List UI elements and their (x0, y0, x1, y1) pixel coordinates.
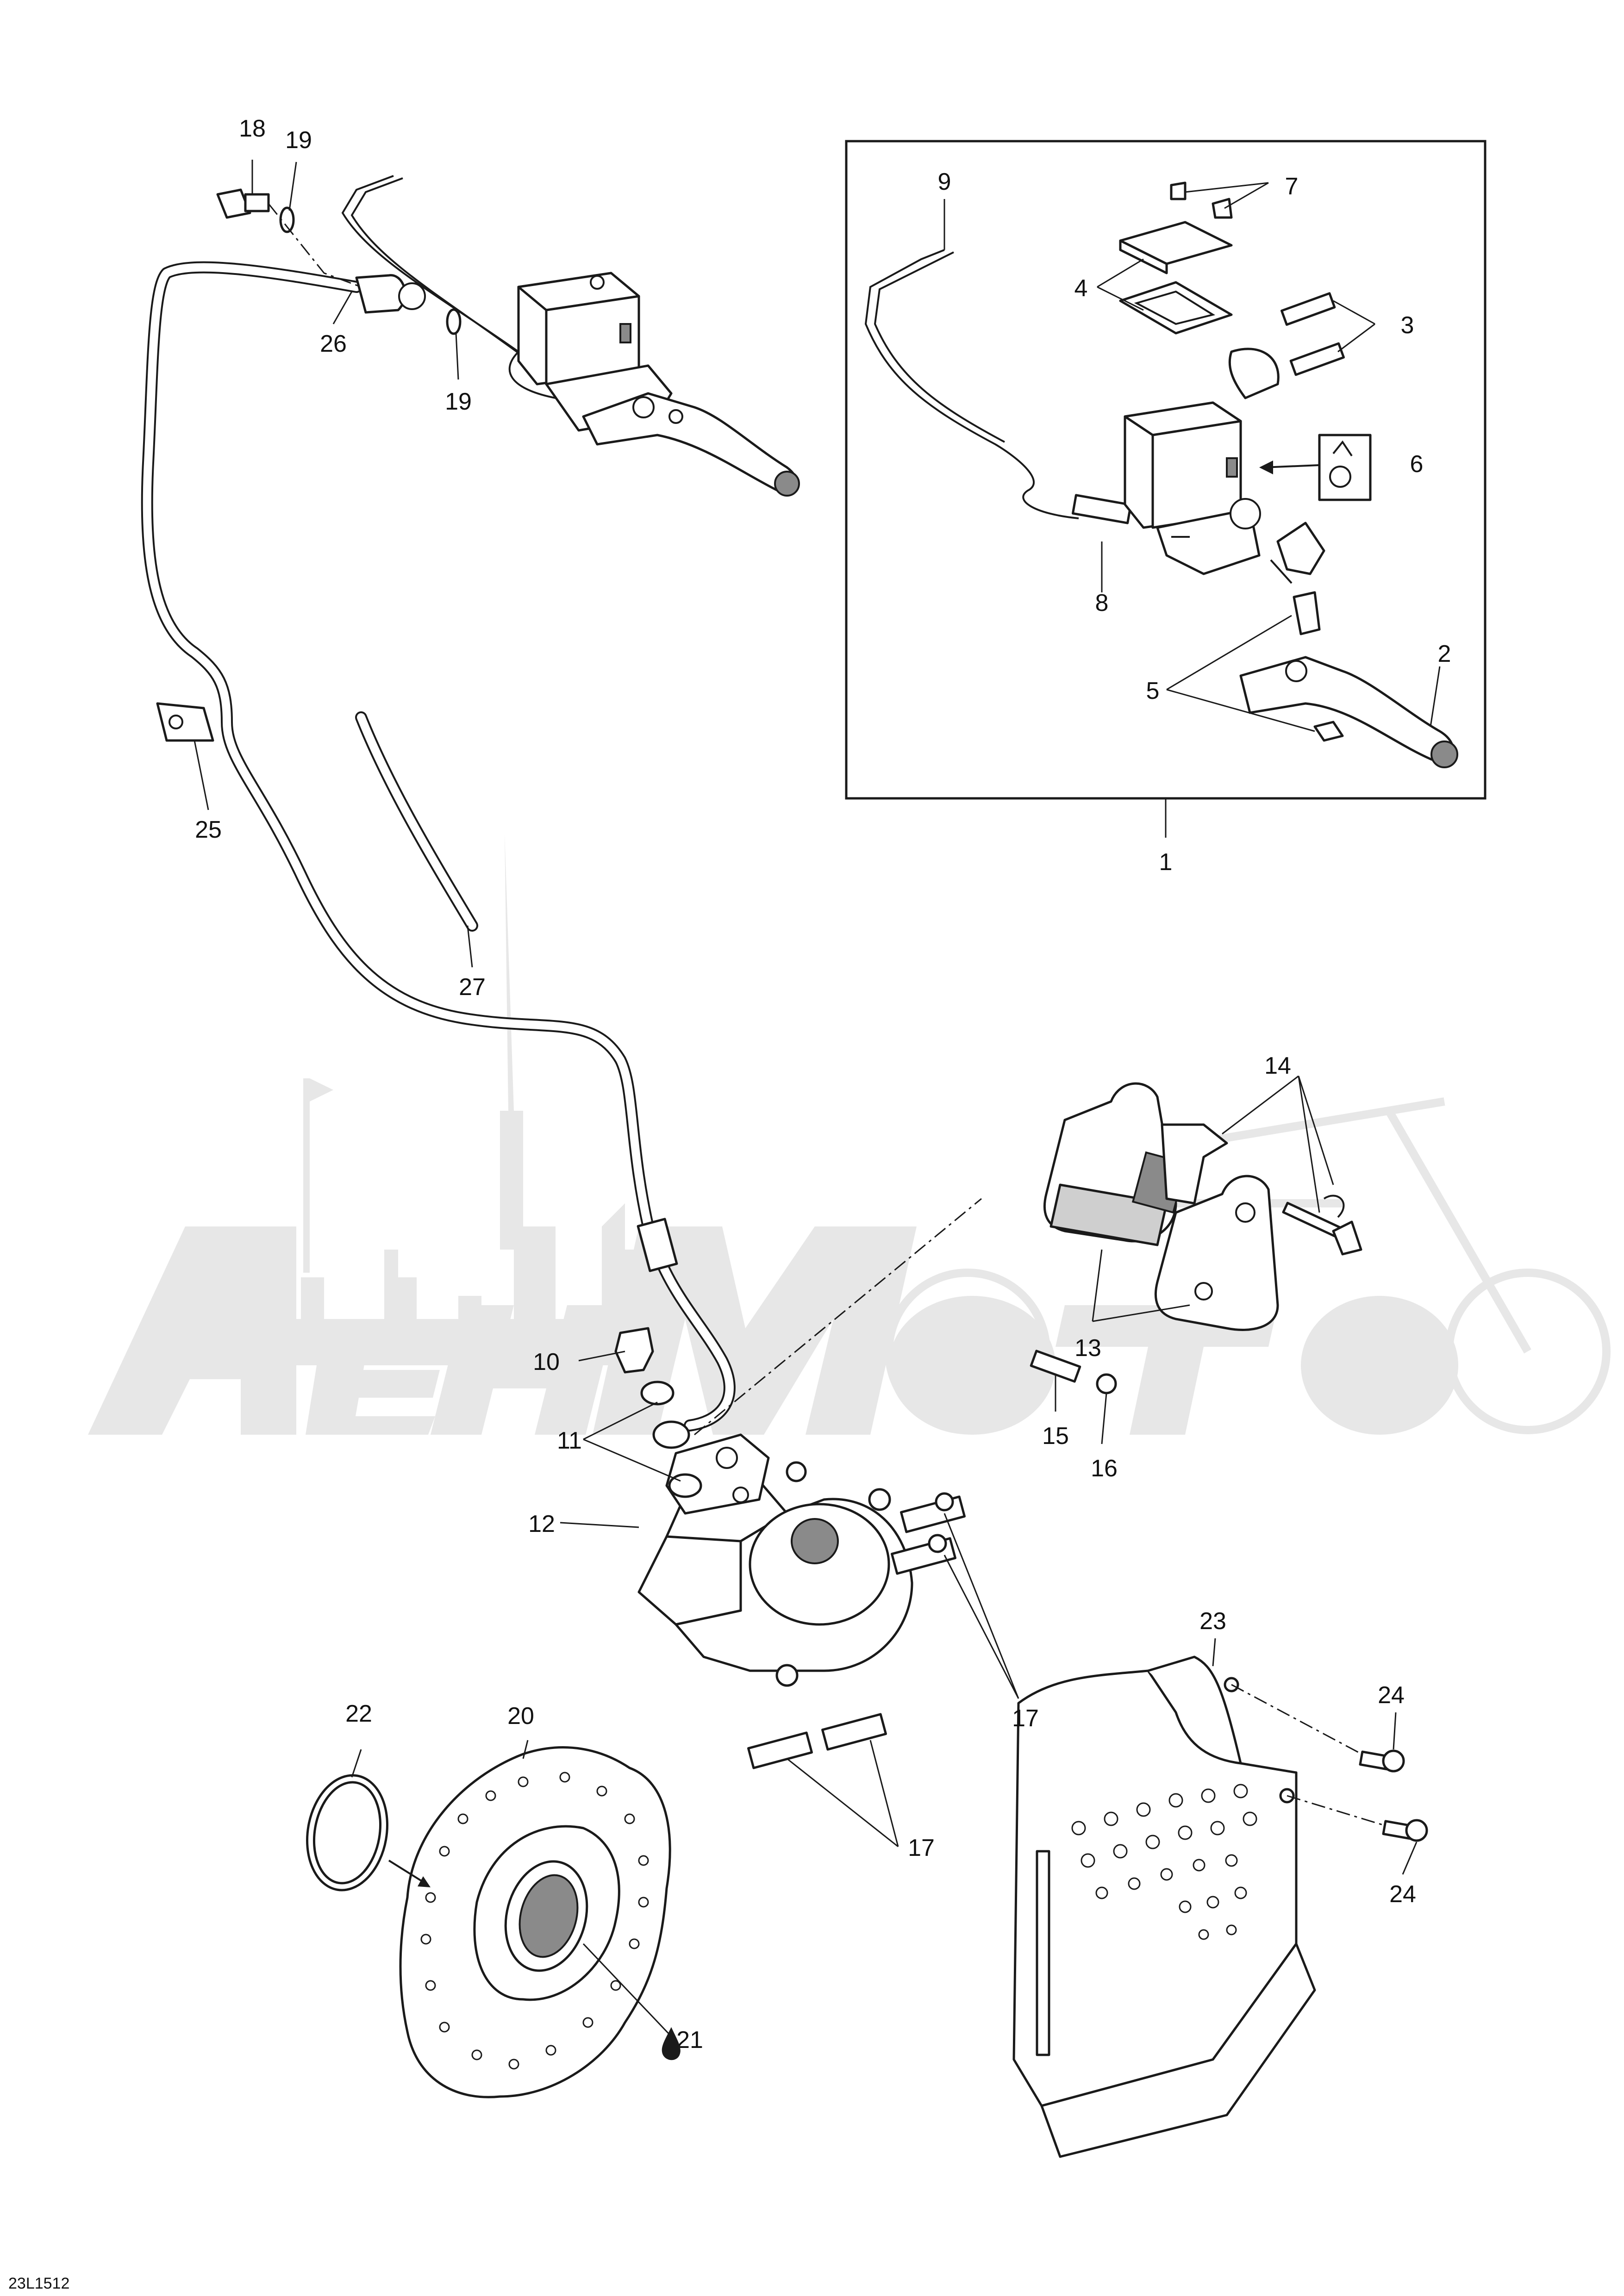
callout-labels: 1 2 3 4 5 6 7 8 9 10 11 12 13 14 15 16 1… (195, 115, 1451, 2060)
callout-17b: 17 (908, 1835, 935, 1861)
callout-2: 2 (1438, 641, 1451, 667)
figure-code: 23L1512 (8, 2275, 69, 2292)
top-master-cylinder (216, 175, 800, 497)
callout-12: 12 (528, 1511, 555, 1537)
watermark-logo (88, 833, 1611, 1435)
callout-1: 1 (1159, 849, 1173, 876)
callout-3: 3 (1401, 312, 1414, 339)
callout-10: 10 (533, 1349, 560, 1375)
callout-8: 8 (1095, 590, 1109, 616)
disc-guard (1012, 1655, 1428, 2158)
brake-hose-assembly (141, 261, 736, 1431)
callout-19b: 19 (445, 388, 472, 415)
callout-24b: 24 (1389, 1881, 1416, 1908)
leader-lines (194, 160, 1441, 2037)
callout-9: 9 (938, 168, 951, 195)
callout-22: 22 (345, 1700, 372, 1727)
callout-27: 27 (459, 974, 486, 1001)
callout-21: 21 (676, 2027, 703, 2053)
callout-4: 4 (1074, 275, 1088, 302)
callout-5: 5 (1146, 678, 1160, 704)
callout-25: 25 (195, 816, 222, 843)
callout-18: 18 (239, 115, 266, 142)
brake-pads (1043, 1082, 1362, 1331)
brake-disc (306, 1746, 671, 2098)
callout-14: 14 (1264, 1052, 1291, 1079)
callout-23: 23 (1199, 1608, 1226, 1635)
callout-17a: 17 (1012, 1705, 1039, 1732)
callout-7: 7 (1285, 173, 1299, 200)
caliper-fittings (614, 1327, 1117, 1498)
callout-15: 15 (1042, 1423, 1069, 1450)
callout-16: 16 (1091, 1455, 1118, 1482)
callout-11: 11 (557, 1427, 582, 1454)
callout-13: 13 (1074, 1335, 1101, 1362)
callout-20: 20 (507, 1703, 534, 1730)
master-cylinder-kit-inset (845, 140, 1487, 838)
lubricant-drop-icon (662, 2027, 681, 2060)
callout-26: 26 (320, 330, 347, 357)
caliper-bolts (747, 1492, 966, 1769)
callout-6: 6 (1410, 451, 1424, 478)
callout-24a: 24 (1378, 1682, 1405, 1709)
callout-19a: 19 (285, 127, 312, 154)
